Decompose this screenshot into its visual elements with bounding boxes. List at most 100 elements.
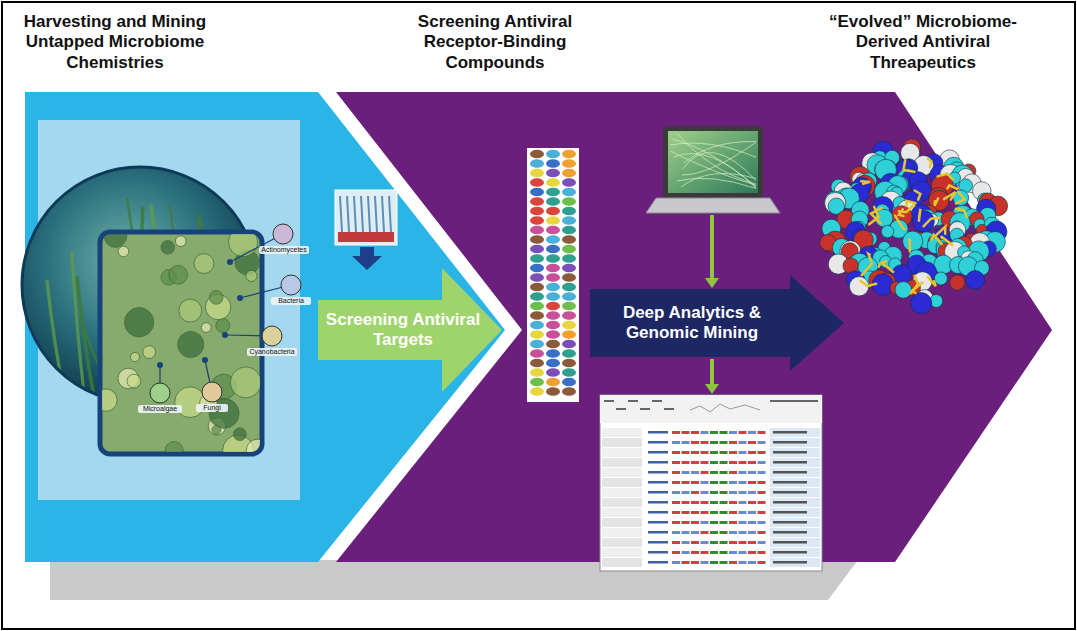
alignment-table: [600, 395, 822, 571]
sequence-bar: [701, 481, 709, 484]
compound-dot: [530, 321, 544, 330]
row-id: [648, 431, 668, 434]
well-plate: [338, 232, 394, 242]
sequence-bar: [701, 461, 709, 464]
sequence-bar: [701, 551, 709, 554]
screen-fiber: [681, 174, 756, 187]
side-chain: [871, 208, 882, 223]
microbe-cell: [161, 241, 175, 255]
compound-dot: [562, 245, 576, 254]
pipette-tip: [375, 196, 377, 232]
side-chain: [919, 209, 921, 221]
flow-arrow-head: [705, 384, 719, 394]
sequence-bar: [720, 491, 728, 494]
compound-dot: [546, 264, 560, 273]
row-note-bar: [773, 541, 807, 544]
row-id: [648, 491, 668, 494]
sequence-bar: [691, 481, 699, 484]
row-name: [602, 448, 642, 457]
screen-fiber: [677, 178, 756, 188]
microbe-cell: [127, 374, 141, 388]
microbe-cell: [118, 246, 129, 257]
text-area: Screening Antiviral Targets: [324, 300, 482, 360]
sequence-bar: [748, 461, 756, 464]
sequence-bar: [710, 541, 718, 544]
row-note: [770, 558, 820, 567]
sequence-bar: [701, 541, 709, 544]
arrow-step: Deep Analytics & Genomic Mining: [590, 275, 844, 371]
compound-dot: [546, 311, 560, 320]
sequence-bar: [729, 431, 737, 434]
compound-dot: [530, 216, 544, 225]
arrow-body: [590, 275, 844, 371]
sequence-bar: [739, 551, 747, 554]
flow-arrow-line: [710, 359, 714, 385]
sequence-bar: [758, 531, 766, 534]
sequence-bar: [720, 561, 728, 564]
atom: [903, 231, 923, 251]
sequence-bar: [748, 491, 756, 494]
compound-dot: [546, 368, 560, 377]
sequence-bar: [682, 431, 690, 434]
sequence-bar: [710, 431, 718, 434]
compound-dot: [546, 235, 560, 244]
sequence-bar: [729, 551, 737, 554]
sequence-bar: [758, 561, 766, 564]
row-note: [770, 508, 820, 517]
microbe-cell: [102, 389, 117, 411]
compound-dot: [530, 359, 544, 368]
sequence-bar: [701, 521, 709, 524]
stage-heading: “Evolved” Microbiome-Derived Antiviral T…: [818, 12, 1028, 73]
row-name: [602, 458, 642, 467]
sequence-bar: [701, 491, 709, 494]
sequence-bar: [682, 441, 690, 444]
compound-dot: [562, 159, 576, 168]
side-chain: [883, 264, 894, 273]
sequence-bar: [729, 451, 737, 454]
compound-dot: [530, 311, 544, 320]
sequence-bar: [739, 491, 747, 494]
sequence-bar: [701, 431, 709, 434]
compound-dot: [546, 302, 560, 311]
compound-dot: [562, 226, 576, 235]
sequence-bar: [672, 431, 680, 434]
compound-dot: [546, 245, 560, 254]
compound-dot: [546, 292, 560, 301]
sequence-bar: [739, 541, 747, 544]
compound-dot: [530, 340, 544, 349]
sequence-bar: [682, 521, 690, 524]
sequence-bar: [739, 481, 747, 484]
microbe-cell: [209, 291, 223, 305]
microbe-cell: [246, 439, 260, 452]
sequence-bar: [682, 491, 690, 494]
row-note-bar: [773, 531, 807, 534]
row-note: [770, 548, 820, 557]
sequence-bar: [691, 521, 699, 524]
compound-dot: [546, 321, 560, 330]
sequence-bar: [682, 501, 690, 504]
leader-dot: [222, 332, 228, 338]
sequence-bar: [758, 481, 766, 484]
microbe-label: Fungi: [196, 404, 228, 412]
compound-dot: [562, 235, 576, 244]
screen-fiber: [682, 142, 756, 175]
side-chain: [908, 240, 911, 252]
row-note-bar: [773, 561, 807, 564]
sequence-bar: [729, 441, 737, 444]
compound-dot: [546, 188, 560, 197]
sequence-bar: [720, 461, 728, 464]
sequence-bar: [739, 521, 747, 524]
sequence-bar: [720, 471, 728, 474]
sequence-bar: [682, 471, 690, 474]
header-bar: [640, 408, 650, 410]
pipette-photo: [335, 190, 397, 245]
microbe-label: Actinomycetes: [259, 246, 309, 254]
compound-dot: [530, 226, 544, 235]
sequence-bar: [739, 451, 747, 454]
sequence-bar: [729, 481, 737, 484]
compound-dot: [530, 254, 544, 263]
row-note-bar: [773, 431, 807, 434]
row-id: [648, 471, 668, 474]
